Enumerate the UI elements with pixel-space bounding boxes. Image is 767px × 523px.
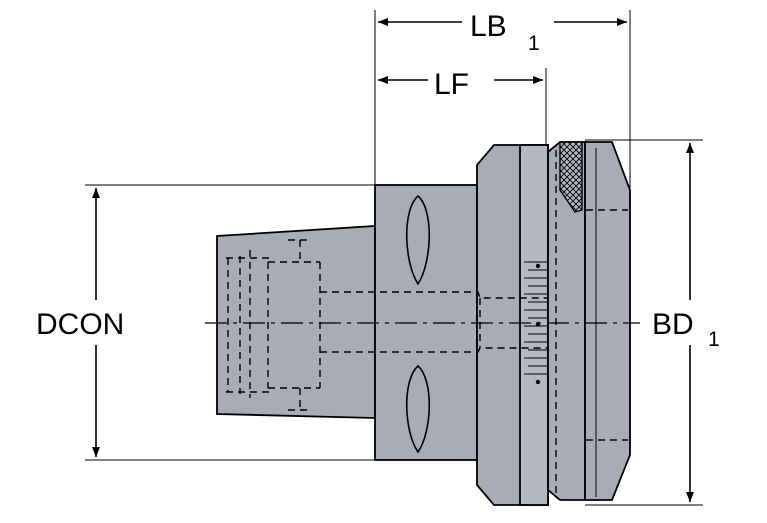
knurled-ring (547, 141, 586, 501)
lb1-label: LB (470, 10, 507, 43)
knurl-pattern (559, 141, 583, 213)
graduated-scale (524, 261, 548, 385)
tapered-shank (216, 225, 376, 419)
dimension-bd1: BD 1 (585, 139, 720, 506)
front-nose (584, 141, 631, 501)
dimension-dcon: DCON (36, 184, 378, 461)
head-body (476, 144, 549, 506)
dcon-label: DCON (36, 308, 124, 341)
lf-label: LF (434, 68, 469, 101)
drive-slot-bottom (405, 364, 431, 454)
drive-slot-top (405, 194, 431, 286)
dimension-lb1: LB 1 (374, 10, 631, 190)
bd1-subscript: 1 (708, 328, 720, 351)
dimension-lf: LF (378, 68, 547, 145)
lb1-subscript: 1 (528, 32, 540, 55)
bd1-label: BD (652, 308, 694, 341)
